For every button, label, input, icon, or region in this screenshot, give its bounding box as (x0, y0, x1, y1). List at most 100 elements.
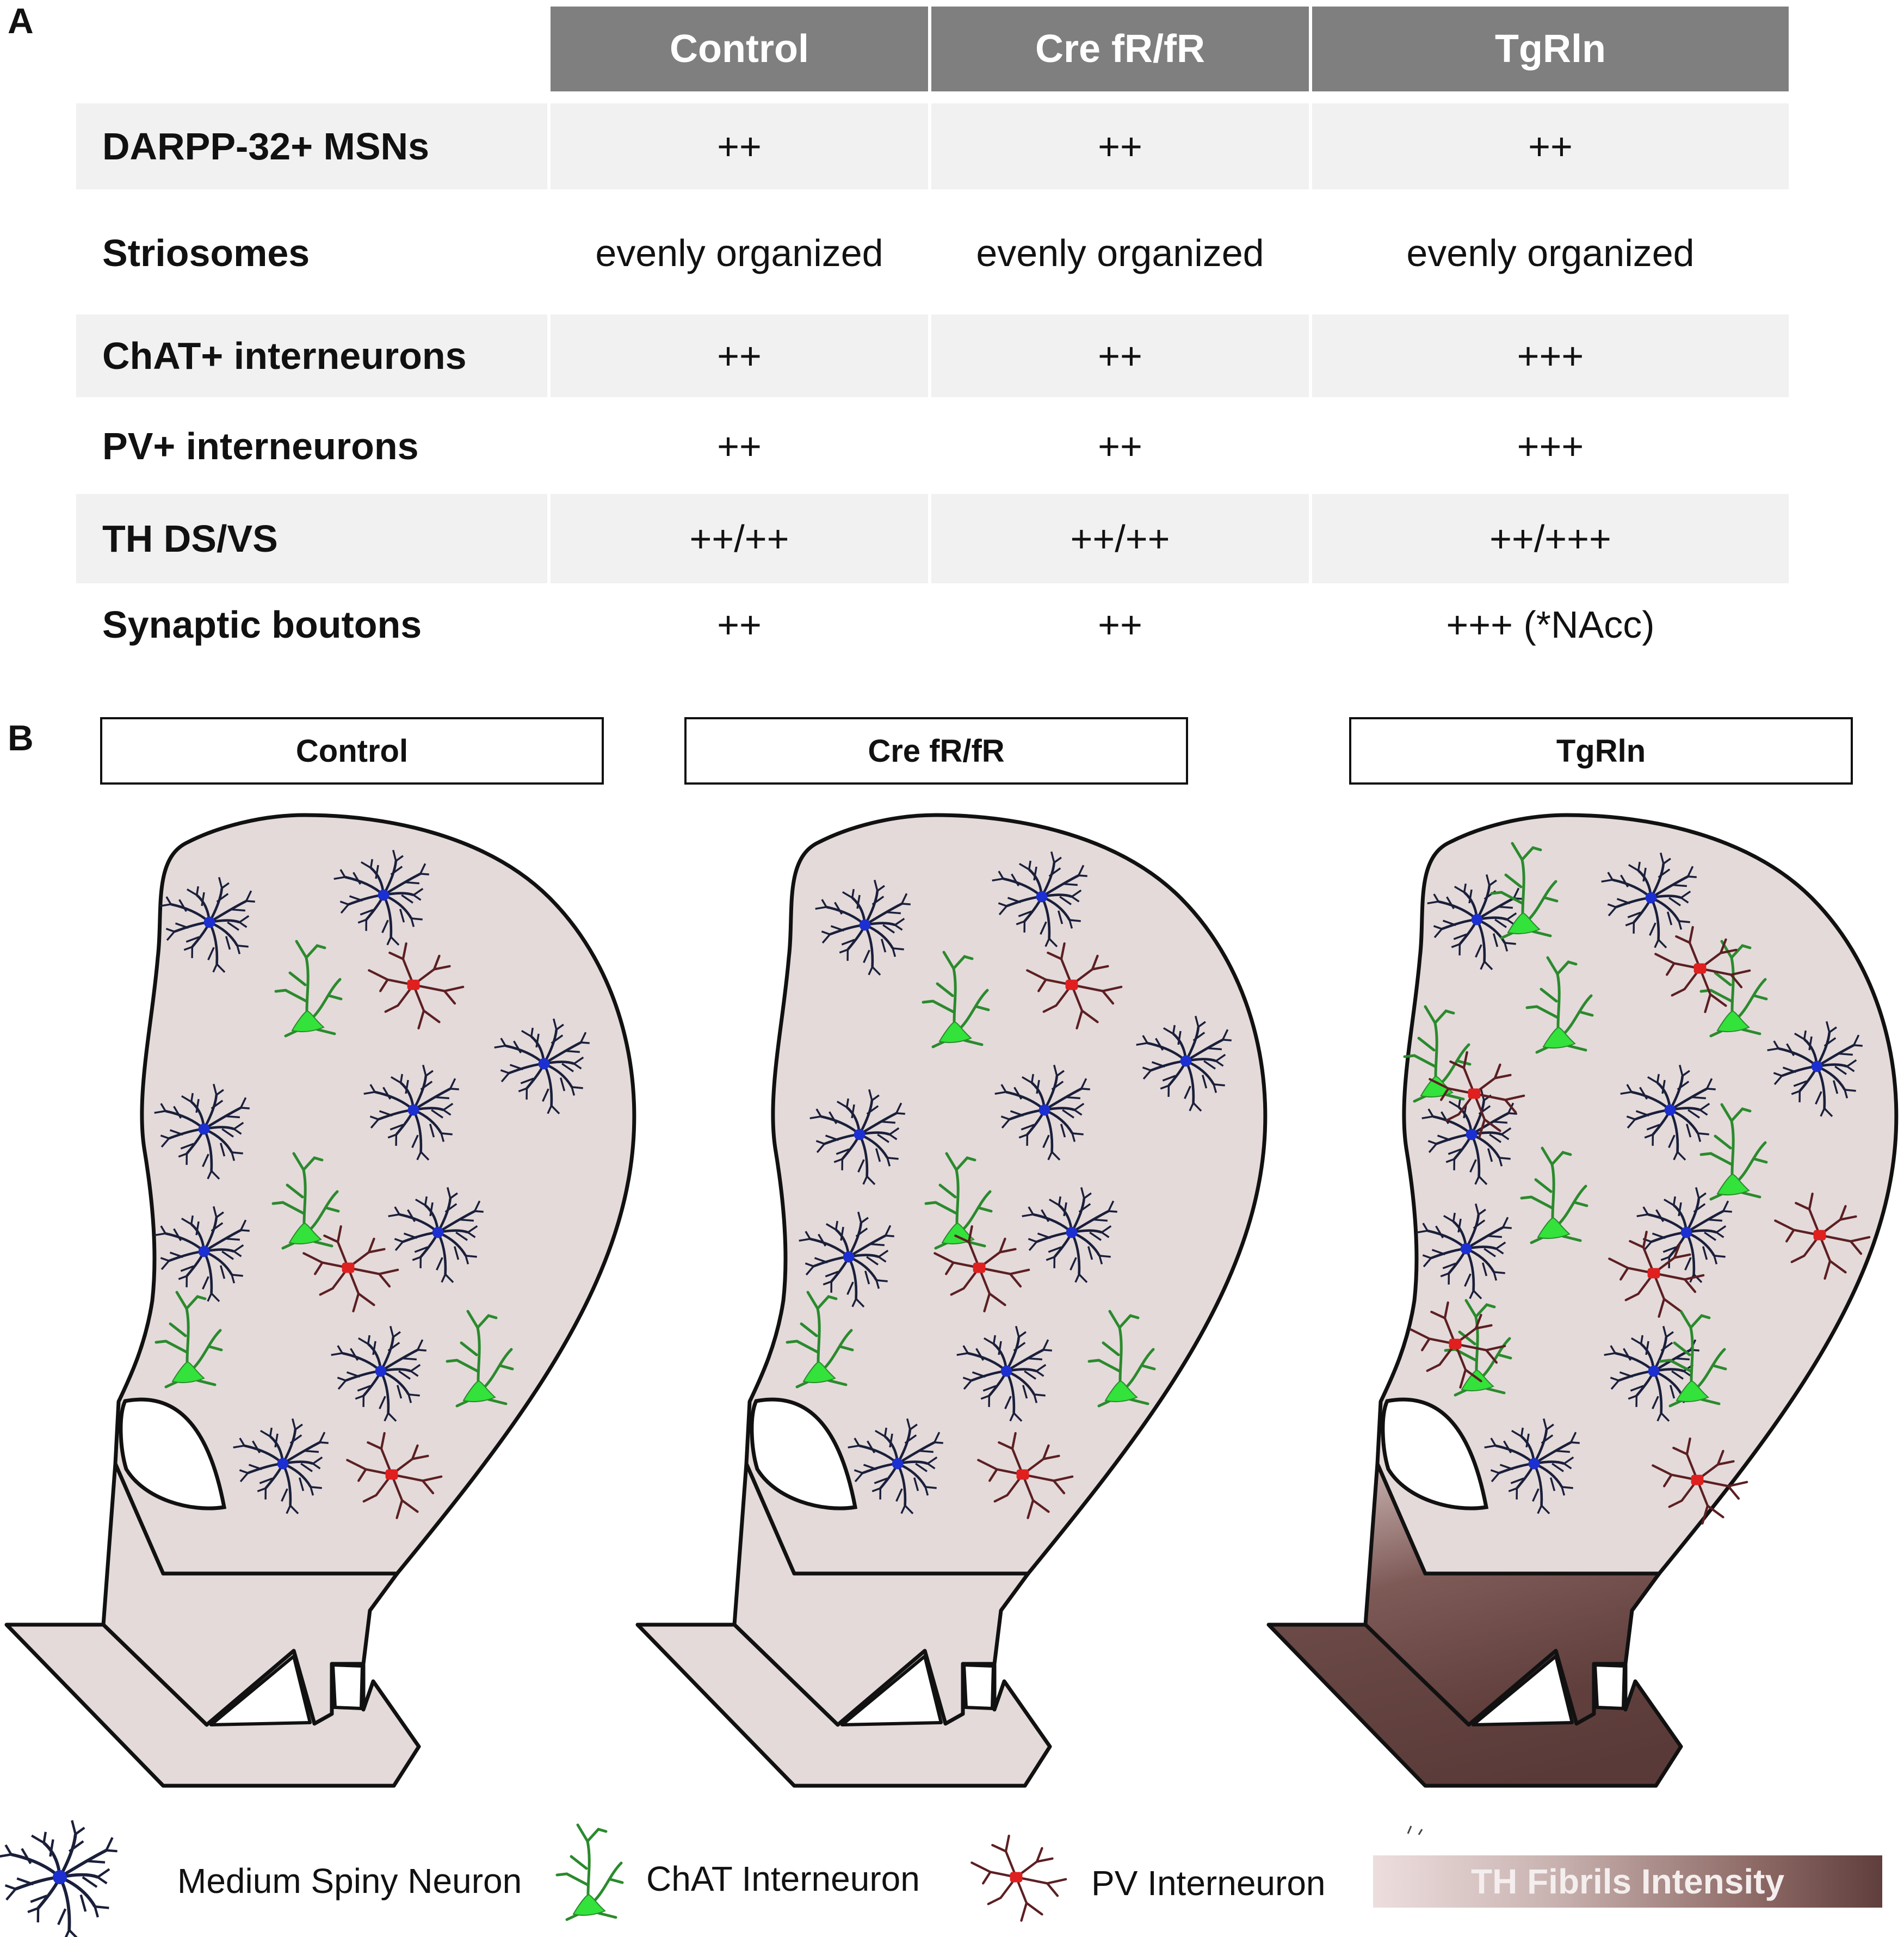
row-shade-5 (76, 494, 547, 583)
medium-spiny-neuron-icon (1604, 1325, 1699, 1422)
column-header-tgrln: TgRln (1312, 7, 1789, 91)
medium-spiny-neuron-icon (956, 1325, 1052, 1422)
notch-left (209, 1655, 312, 1726)
panel-b-label: B (8, 718, 34, 758)
cell-darpp-control: ++ (717, 125, 762, 168)
medium-spiny-neuron-icon (333, 849, 429, 946)
chat-interneuron-icon (1520, 1146, 1588, 1244)
cell-chat-cre: ++ (1098, 335, 1142, 377)
title-box-tgrln: TgRln (1349, 717, 1853, 785)
medium-spiny-neuron-icon (1601, 852, 1697, 949)
medium-spiny-neuron-icon (154, 1206, 250, 1303)
row-shade-5 (931, 494, 1309, 583)
medium-spiny-neuron-icon (1620, 1064, 1716, 1161)
medium-spiny-neuron-icon (1416, 1203, 1512, 1300)
row-label-striosomes: Striosomes (102, 232, 310, 274)
pv-interneuron-icon (934, 1225, 1030, 1312)
striatum-section-tgrln (1266, 813, 1899, 1788)
chat-interneuron-icon (1659, 1310, 1727, 1408)
chat-interneuron-icon (446, 1310, 514, 1408)
cell-darpp-tgrln: ++ (1528, 125, 1573, 168)
cell-pv-cre: ++ (1098, 425, 1142, 467)
column-header-cre: Cre fR/fR (931, 7, 1309, 91)
cell-striosomes-control: evenly organized (595, 232, 883, 274)
legend-label-chat: ChAT Interneuron (646, 1859, 920, 1898)
row-shade-3 (1312, 314, 1789, 397)
row-shade-3 (931, 314, 1309, 397)
row-shade-1 (931, 103, 1309, 189)
chat-interneuron-icon (1699, 1103, 1768, 1201)
notch-right (331, 1663, 364, 1711)
cell-boutons-control: ++ (717, 603, 762, 646)
row-shade-1 (76, 103, 547, 189)
chat-interneuron-icon (1525, 956, 1594, 1054)
cell-pv-control: ++ (717, 425, 762, 467)
th-intensity-bar: TH Fibrils Intensity (1373, 1855, 1882, 1908)
cell-th-cre: ++/++ (1070, 517, 1170, 560)
chat-interneuron-icon (922, 951, 990, 1048)
pv-interneuron-icon (1410, 1301, 1506, 1389)
medium-spiny-neuron-icon (159, 877, 255, 973)
row-label-pv: PV+ interneurons (102, 425, 419, 467)
medium-spiny-neuron-icon (1767, 1021, 1863, 1118)
cell-boutons-tgrln: +++ (*NAcc) (1446, 603, 1655, 646)
pv-interneuron-icon (1608, 1230, 1705, 1318)
row-shade-5 (1312, 494, 1789, 583)
striatum-section-control (4, 813, 636, 1788)
pv-interneuron-icon (1429, 1051, 1525, 1138)
stray-mark (1407, 1825, 1423, 1835)
cell-th-tgrln: ++/+++ (1489, 517, 1611, 560)
medium-spiny-neuron-icon (994, 1064, 1090, 1161)
dorsal-striatum (113, 813, 636, 1576)
cell-boutons-cre: ++ (1098, 603, 1142, 646)
medium-spiny-neuron-icon (0, 1820, 118, 1937)
column-header-control: Control (551, 7, 928, 91)
cell-pv-tgrln: +++ (1517, 425, 1584, 467)
medium-spiny-neuron-icon (331, 1325, 426, 1422)
legend-icons (0, 1820, 1423, 1937)
title-box-control: Control (100, 717, 604, 785)
title-box-cre: Cre fR/fR (684, 717, 1188, 785)
medium-spiny-neuron-icon (1484, 1418, 1580, 1515)
medium-spiny-neuron-icon (1022, 1187, 1117, 1284)
pv-interneuron-icon (970, 1834, 1067, 1922)
medium-spiny-neuron-icon (1421, 1089, 1517, 1186)
ventricle-hole (1381, 1397, 1489, 1510)
medium-spiny-neuron-icon (233, 1418, 329, 1515)
ventricle-hole (119, 1397, 227, 1510)
row-label-chat: ChAT+ interneurons (102, 335, 467, 377)
chat-interneuron-icon (786, 1291, 854, 1389)
cell-chat-tgrln: +++ (1517, 335, 1584, 377)
pv-interneuron-icon (1652, 1437, 1748, 1525)
row-shade-5 (551, 494, 928, 583)
row-label-darpp: DARPP-32+ MSNs (102, 125, 430, 168)
ventricle-hole (750, 1397, 858, 1510)
medium-spiny-neuron-icon (494, 1018, 590, 1115)
pv-interneuron-icon (977, 1432, 1074, 1519)
notch-right (1593, 1663, 1627, 1711)
chat-interneuron-icon (154, 1291, 223, 1389)
medium-spiny-neuron-icon (809, 1089, 905, 1186)
chat-interneuron-icon (924, 1152, 993, 1250)
medium-spiny-neuron-icon (1427, 874, 1523, 971)
row-shade-3 (76, 314, 547, 397)
row-shade-3 (551, 314, 928, 397)
medium-spiny-neuron-icon (799, 1211, 894, 1308)
medium-spiny-neuron-icon (815, 879, 911, 976)
medium-spiny-neuron-icon (1636, 1187, 1732, 1284)
medium-spiny-neuron-icon (992, 851, 1087, 948)
comparison-table: Control Cre fR/fR TgRln DARPP-32+ MSNs S… (0, 0, 1904, 669)
legend-label-msn: Medium Spiny Neuron (177, 1861, 522, 1901)
chat-interneuron-icon (271, 1152, 340, 1250)
cell-chat-control: ++ (717, 335, 762, 377)
chat-interneuron-icon (1490, 842, 1559, 940)
panel-a-label: A (8, 1, 34, 41)
pv-interneuron-icon (346, 1432, 443, 1519)
medium-spiny-neuron-icon (154, 1083, 250, 1180)
dorsal-striatum (744, 813, 1268, 1576)
notch-right (962, 1663, 996, 1711)
chat-interneuron-icon (1699, 940, 1768, 1038)
medium-spiny-neuron-icon (1136, 1015, 1232, 1112)
pv-interneuron-icon (368, 942, 465, 1029)
